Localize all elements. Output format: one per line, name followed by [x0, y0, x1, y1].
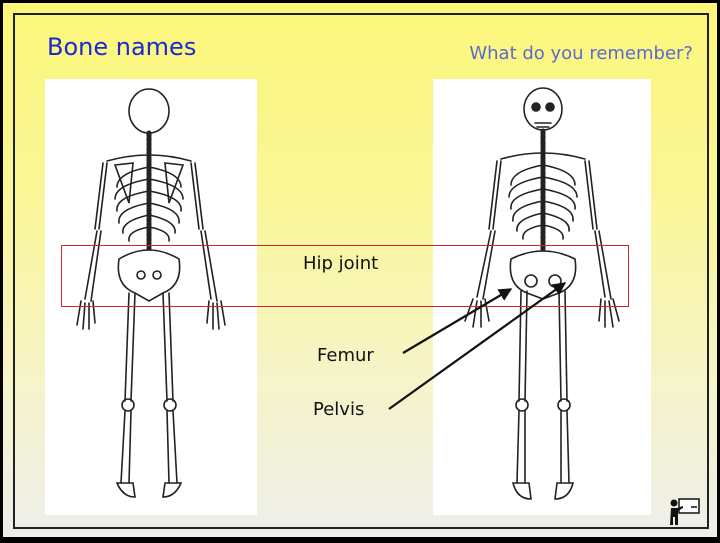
slide-subtitle: What do you remember?: [469, 43, 693, 64]
slide-frame: [13, 13, 709, 529]
arrow-pelvis: [388, 282, 567, 410]
label-femur[interactable]: Femur: [317, 345, 374, 366]
slide-title: Bone names: [47, 33, 197, 61]
arrow-layer: [388, 282, 567, 410]
hip-highlight-box: [61, 245, 629, 307]
label-hip-joint[interactable]: Hip joint: [303, 253, 379, 274]
skeleton-back-icon: [76, 88, 226, 498]
skeleton-back-panel: [45, 79, 257, 515]
label-pelvis[interactable]: Pelvis: [313, 399, 365, 420]
skeleton-front-panel: [433, 79, 651, 515]
arrow-femur: [402, 288, 513, 354]
teacher-board-icon[interactable]: [667, 497, 701, 527]
